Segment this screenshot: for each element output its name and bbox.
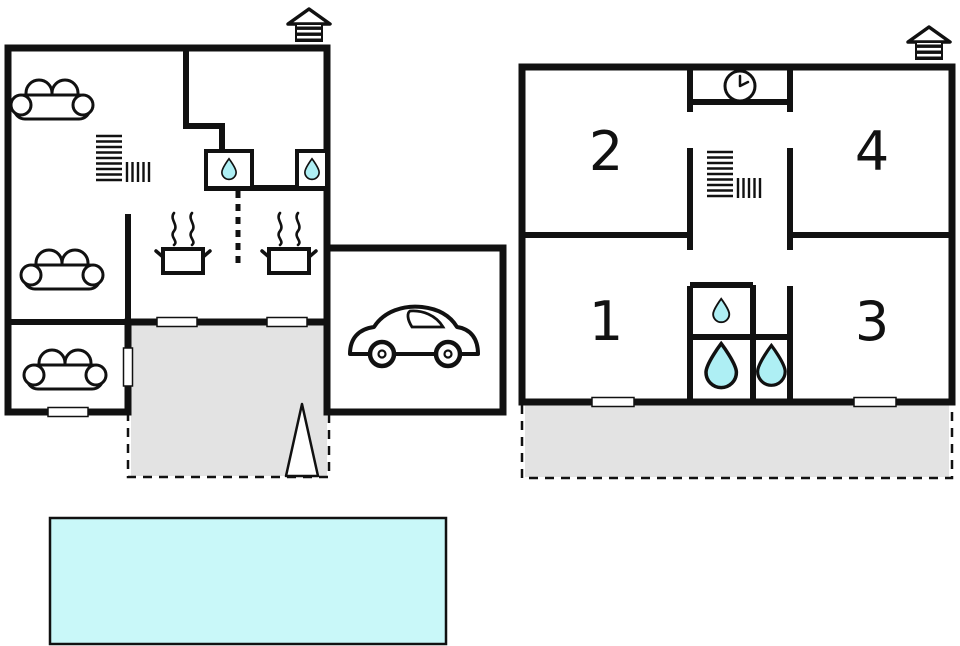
window: [266, 316, 308, 328]
room-label-1: 1: [589, 290, 623, 353]
window: [122, 347, 134, 387]
car-icon: [348, 304, 480, 369]
terrace-dashed-border: [126, 412, 331, 479]
room-label-3: 3: [855, 290, 889, 353]
room-label-4: 4: [855, 120, 889, 183]
upper-floor: 2 4 1 3: [518, 25, 956, 480]
window: [156, 316, 198, 328]
chimney-icon: [286, 7, 332, 44]
clock-icon: [723, 69, 757, 103]
upper-floor-windows: [591, 396, 897, 408]
room-label-2: 2: [589, 120, 623, 183]
ground-floor-windows: [47, 316, 308, 418]
window: [47, 406, 89, 418]
chimney-icon: [906, 25, 952, 62]
window: [591, 396, 635, 408]
upper-floor-interior-walls: [522, 67, 952, 402]
room-labels: 2 4 1 3: [589, 120, 889, 353]
tree-icon: [284, 402, 320, 478]
swimming-pool: [48, 516, 448, 646]
ground-floor: [4, 7, 507, 479]
window: [853, 396, 897, 408]
balcony-dashed-border: [520, 405, 954, 480]
balcony-terrace: [525, 405, 949, 477]
sink-unit: [295, 149, 329, 190]
